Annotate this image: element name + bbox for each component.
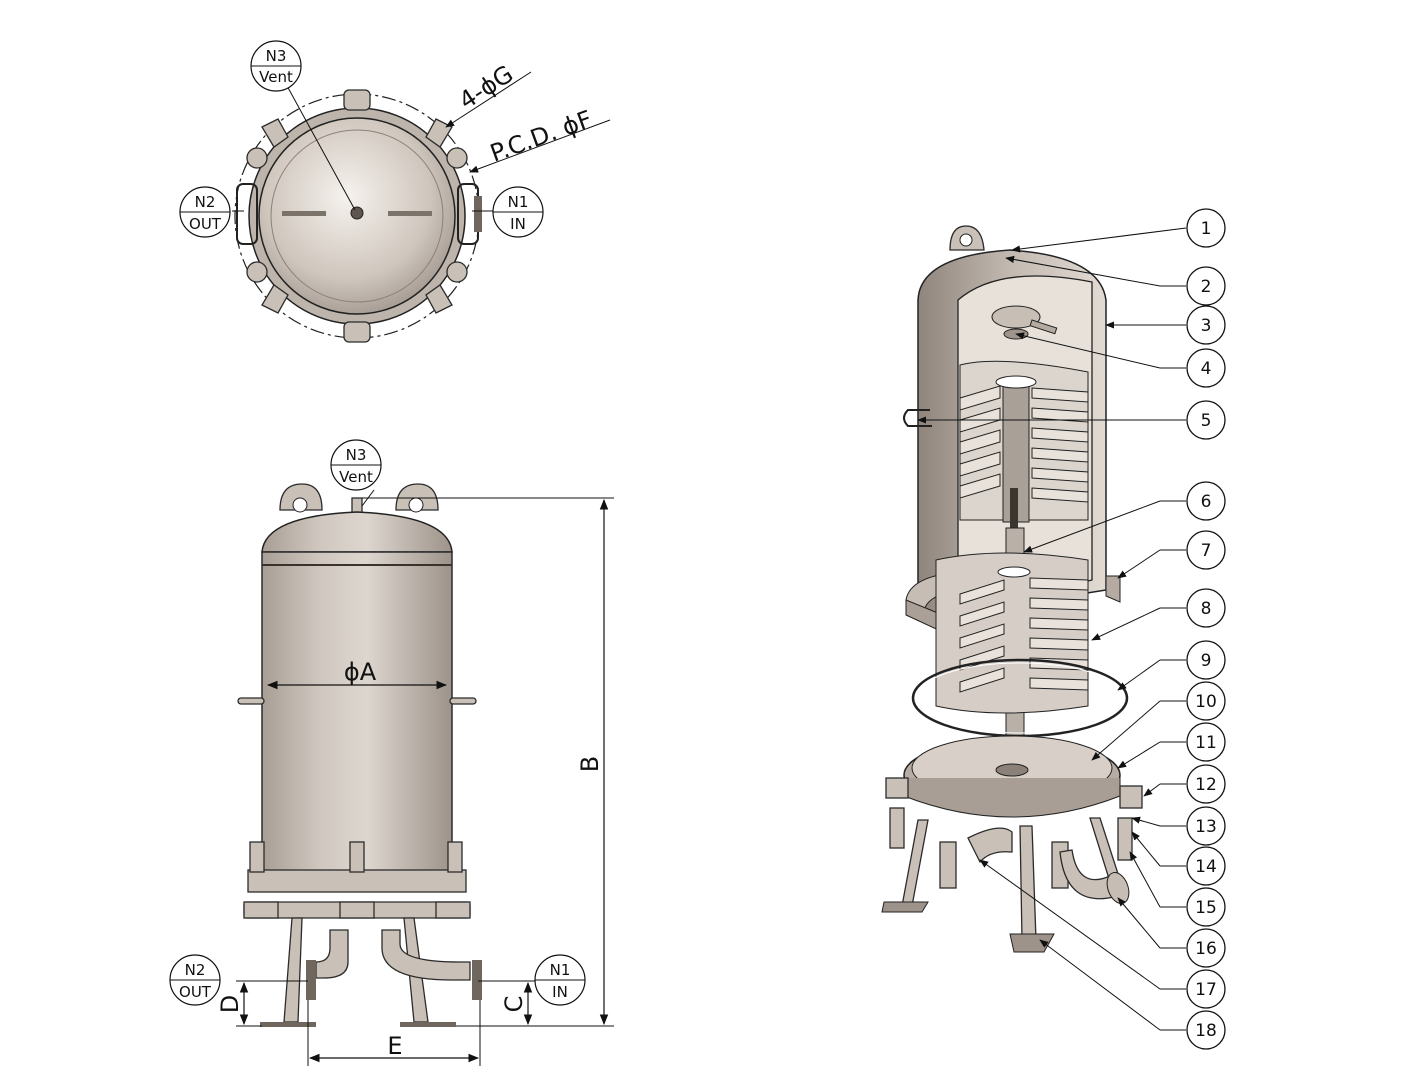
balloon-14: 14 [1186,846,1226,886]
balloon-1: 1 [1186,208,1226,248]
balloon-9: 9 [1186,640,1226,680]
leader-lines [917,227,1187,1031]
svg-text:6: 6 [1201,492,1212,512]
balloon-list: 1 2 3 4 5 6 7 8 9 10 11 12 13 14 15 16 1… [1186,208,1226,1050]
balloon-8: 8 [1186,588,1226,628]
svg-text:Vent: Vent [259,68,293,86]
balloon-18: 18 [1186,1010,1226,1050]
svg-text:9: 9 [1201,651,1212,671]
cutaway-view: 1 2 3 4 5 6 7 8 9 10 11 12 13 14 15 16 1… [881,208,1226,1050]
svg-text:15: 15 [1195,898,1217,918]
svg-text:OUT: OUT [189,215,222,233]
svg-text:N3: N3 [346,446,367,464]
svg-text:3: 3 [1201,316,1212,336]
svg-text:18: 18 [1195,1021,1217,1041]
nozzle-n3-top: N3 Vent [250,40,302,92]
dim-holes-label: 4-ϕG [454,60,518,115]
svg-text:N2: N2 [185,961,206,979]
top-view: N3 Vent N2 OUT N1 IN 4-ϕG P.C.D. ϕF [179,40,611,343]
svg-text:IN: IN [510,215,526,233]
balloon-4: 4 [1186,348,1226,388]
balloon-6: 6 [1186,481,1226,521]
front-view: ϕA B C D E N3 Vent N2 OUT N1 IN [169,439,614,1066]
balloon-10: 10 [1186,681,1226,721]
balloon-12: 12 [1186,764,1226,804]
svg-text:1: 1 [1201,219,1212,239]
dim-b-label: B [576,756,604,772]
balloon-5: 5 [1186,400,1226,440]
svg-text:2: 2 [1201,277,1212,297]
svg-text:10: 10 [1195,692,1217,712]
svg-text:N1: N1 [508,193,529,211]
svg-text:7: 7 [1201,541,1212,561]
balloon-16: 16 [1186,928,1226,968]
svg-text:13: 13 [1195,817,1217,837]
balloon-13: 13 [1186,806,1226,846]
filter-stack-upper [959,360,1089,523]
dim-c-label: C [500,996,528,1013]
nozzle-n2-front: N2 OUT [169,954,221,1006]
svg-text:8: 8 [1201,599,1212,619]
balloon-7: 7 [1186,530,1226,570]
filter-stack-lower [935,552,1089,714]
balloon-15: 15 [1186,887,1226,927]
dim-pcd-label: P.C.D. ϕF [486,105,595,168]
nozzle-n3-front: N3 Vent [330,439,382,491]
svg-text:16: 16 [1195,939,1217,959]
dim-a-label: ϕA [344,658,377,686]
clamp [246,89,468,343]
svg-text:11: 11 [1195,733,1217,753]
balloon-11: 11 [1186,722,1226,762]
svg-text:5: 5 [1201,411,1212,431]
svg-text:IN: IN [552,983,568,1001]
svg-text:OUT: OUT [179,983,212,1001]
balloon-2: 2 [1186,266,1226,306]
balloon-3: 3 [1186,305,1226,345]
nozzle-n2-top: N2 OUT [179,186,231,238]
dim-e-label: E [387,1032,402,1060]
svg-text:14: 14 [1195,857,1217,877]
svg-text:17: 17 [1195,980,1217,1000]
svg-text:N1: N1 [550,961,571,979]
svg-text:N2: N2 [195,193,216,211]
svg-text:N3: N3 [266,47,287,65]
nozzle-n1-top: N1 IN [492,186,544,238]
svg-text:Vent: Vent [339,468,373,486]
nozzle-n1-front: N1 IN [534,954,586,1006]
svg-text:12: 12 [1195,775,1217,795]
svg-text:4: 4 [1201,359,1212,379]
balloon-17: 17 [1186,969,1226,1009]
dim-d-label: D [216,995,244,1013]
